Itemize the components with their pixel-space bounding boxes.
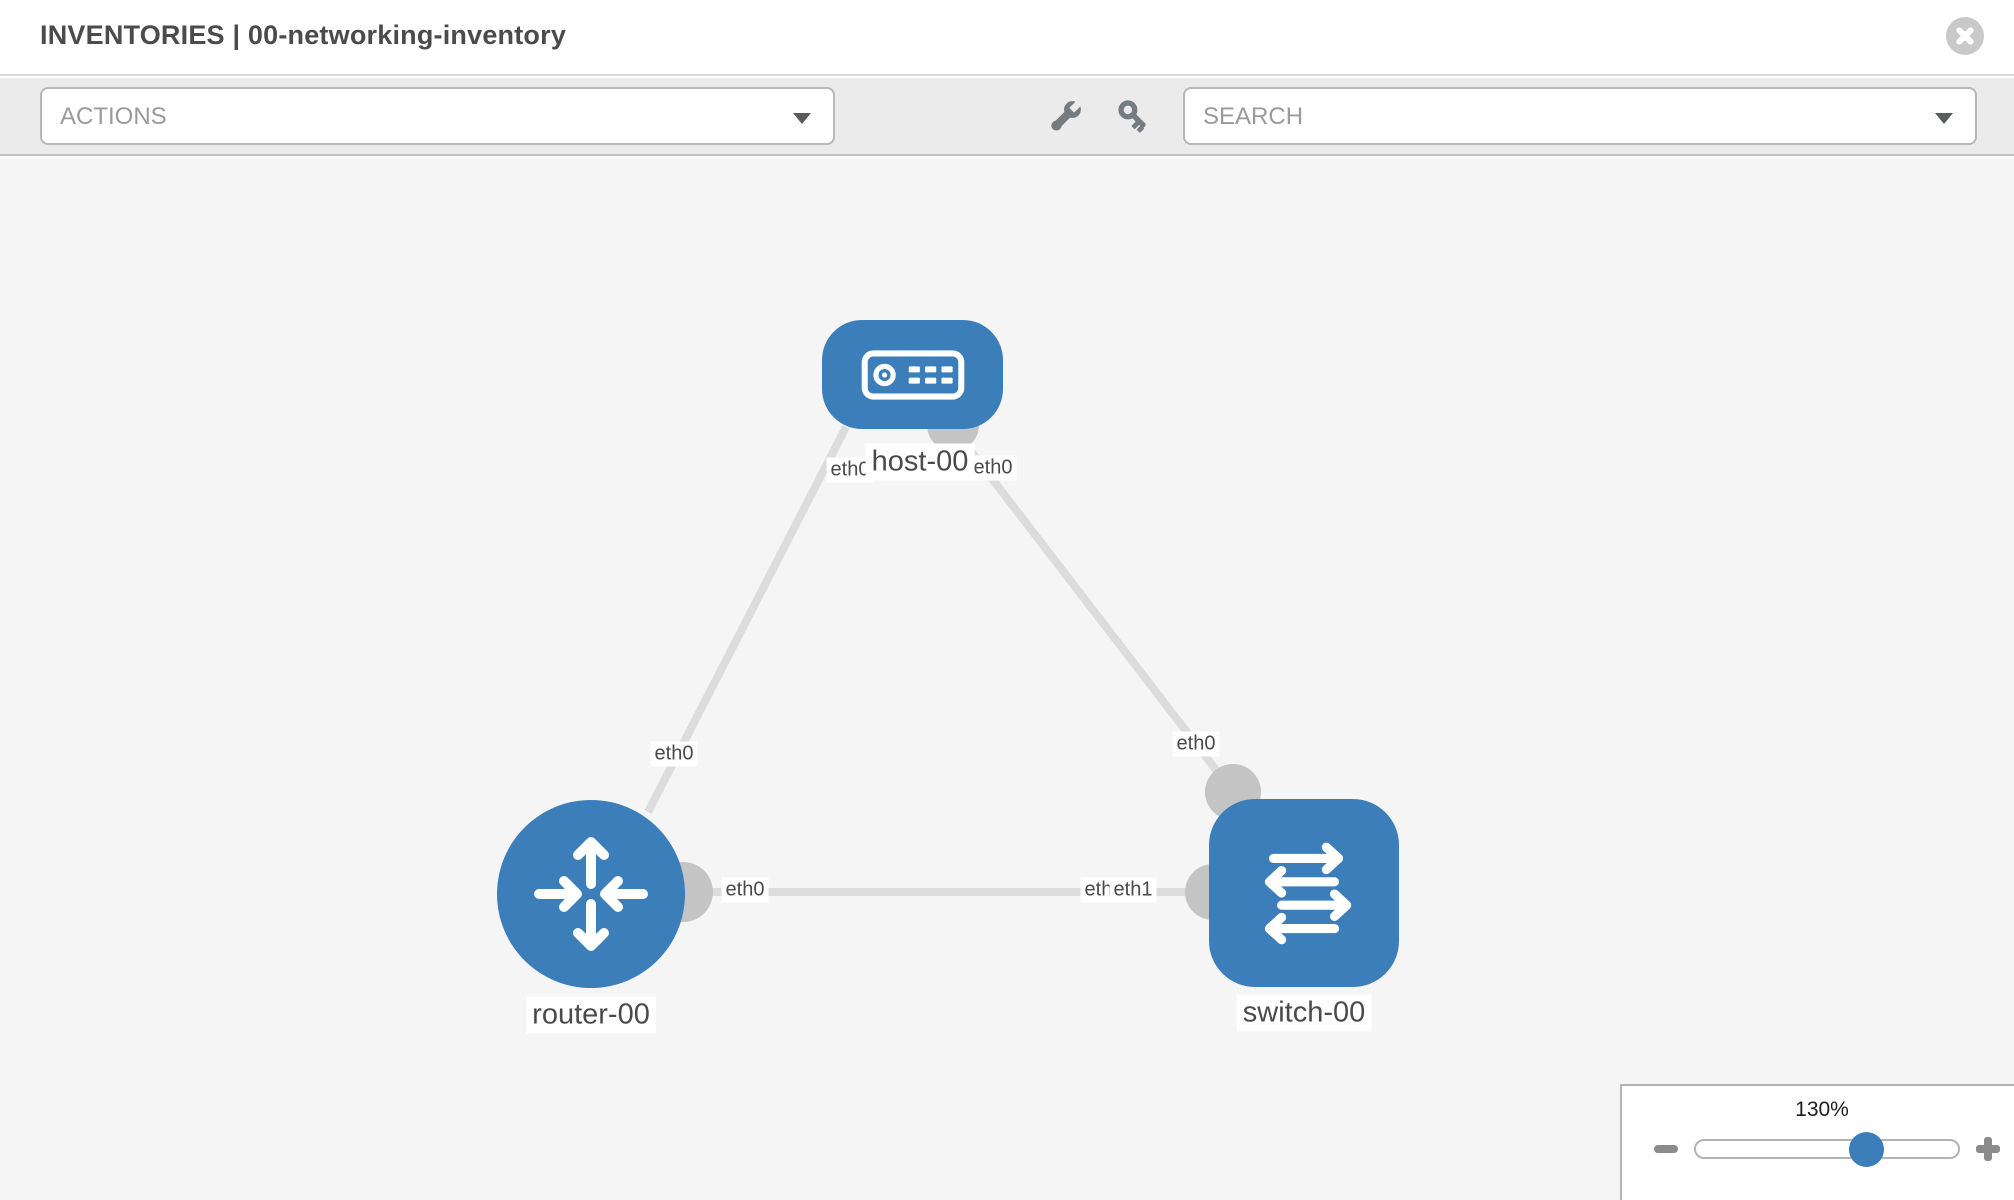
- key-icon[interactable]: [1116, 98, 1154, 136]
- header: INVENTORIES | 00-networking-inventory: [0, 0, 2014, 76]
- node-label-host: host-00: [865, 443, 975, 481]
- plus-icon: [1984, 1137, 1992, 1161]
- link-host-switch: [949, 425, 1237, 795]
- interface-label: eth0: [969, 455, 1017, 481]
- close-button[interactable]: [1946, 17, 1984, 55]
- interface-label: eth0: [721, 877, 769, 903]
- zoom-slider-thumb[interactable]: [1849, 1132, 1884, 1167]
- page-title: INVENTORIES | 00-networking-inventory: [40, 20, 567, 50]
- host-icon: [861, 349, 964, 400]
- chevron-down-icon: [1935, 113, 1953, 124]
- node-host-00[interactable]: [822, 320, 1003, 429]
- node-label-switch: switch-00: [1236, 994, 1372, 1032]
- node-router-00[interactable]: [497, 800, 685, 988]
- zoom-in-button[interactable]: [1976, 1137, 2000, 1161]
- interface-label: eth0: [1172, 731, 1220, 757]
- actions-dropdown-label: ACTIONS: [60, 103, 167, 130]
- wrench-icon[interactable]: [1046, 98, 1084, 136]
- links-layer: [644, 399, 1261, 922]
- chevron-down-icon: [793, 113, 811, 124]
- node-label-router: router-00: [526, 996, 656, 1034]
- interface-label: eth0: [650, 741, 698, 767]
- router-icon: [534, 837, 648, 951]
- interface-label: eth1: [1109, 877, 1157, 903]
- switch-icon: [1264, 842, 1352, 945]
- zoom-control-panel: 130%: [1620, 1084, 2014, 1200]
- toolbar: ACTIONS SEARCH: [0, 78, 2014, 156]
- zoom-slider-track[interactable]: [1694, 1139, 1960, 1159]
- actions-dropdown[interactable]: ACTIONS: [40, 87, 835, 145]
- zoom-level-value: 130%: [1795, 1098, 1849, 1121]
- search-dropdown[interactable]: SEARCH: [1183, 87, 1977, 145]
- search-dropdown-label: SEARCH: [1203, 103, 1304, 130]
- zoom-out-button[interactable]: [1654, 1145, 1678, 1153]
- node-switch-00[interactable]: [1209, 799, 1399, 987]
- topology-canvas[interactable]: eth0 eth0 eth0 eth0 eth0 eth0 eth1 host-…: [0, 158, 2014, 1200]
